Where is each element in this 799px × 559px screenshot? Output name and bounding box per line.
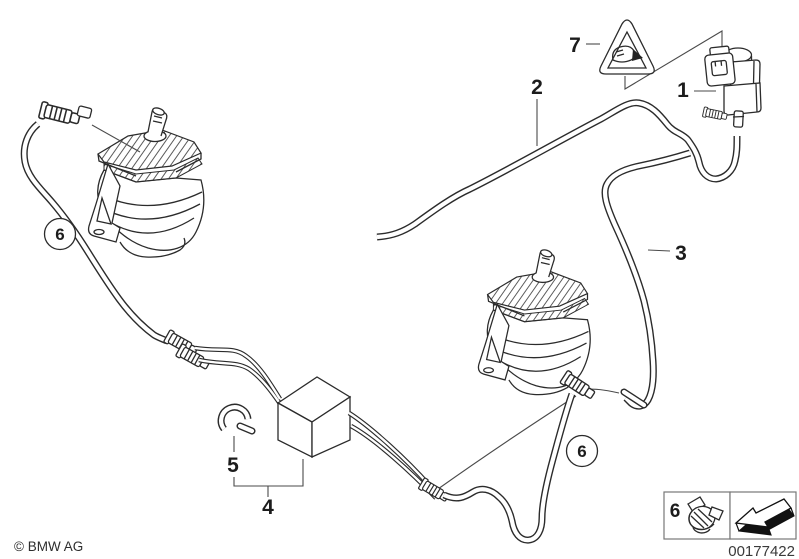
direction-arrow-icon — [734, 498, 795, 536]
image-number: 00177422 — [728, 543, 795, 559]
callout-4[interactable]: 4 — [262, 496, 274, 519]
valve-bottom-nipple — [732, 110, 744, 128]
twin-tubes-inlet — [194, 345, 287, 413]
leader-line-mount-left — [91, 124, 141, 153]
legend-number: 6 — [670, 501, 681, 522]
leader-line-3 — [647, 249, 671, 252]
warning-triangle-icon — [599, 19, 655, 75]
callout-6-right-label: 6 — [577, 442, 586, 461]
retaining-clip — [217, 403, 256, 435]
spring-clip-icon — [687, 496, 724, 534]
callout-3[interactable]: 3 — [675, 242, 687, 265]
vacuum-hose-bottom — [442, 392, 576, 544]
legend-clip-cell[interactable]: 6 — [663, 491, 731, 540]
callout-7[interactable]: 7 — [569, 34, 581, 57]
callout-5[interactable]: 5 — [227, 454, 239, 477]
vacuum-hose-rear — [601, 149, 692, 410]
callout-6-right[interactable]: 6 — [565, 434, 599, 468]
vacuum-hose-front — [376, 99, 741, 241]
valve-connector-socket — [704, 45, 736, 87]
copyright-text: © BMW AG — [14, 539, 83, 554]
callout-2[interactable]: 2 — [531, 76, 543, 99]
leader-line-7-to-valve — [624, 30, 723, 90]
callout-6-left-label: 6 — [55, 225, 64, 244]
vacuum-hose-left — [20, 121, 169, 345]
hose-fitting-left-elbow — [76, 105, 93, 119]
leader-bracket-4-5 — [233, 436, 304, 497]
legend-arrow-cell[interactable] — [729, 491, 797, 540]
callout-1[interactable]: 1 — [677, 79, 689, 102]
leader-line-mount-right — [437, 395, 577, 490]
pinch-hazard-glyph — [612, 45, 643, 63]
callout-6-left[interactable]: 6 — [43, 217, 77, 251]
vacuum-control-valve — [701, 45, 762, 128]
vacuum-distributor-box — [276, 376, 352, 459]
